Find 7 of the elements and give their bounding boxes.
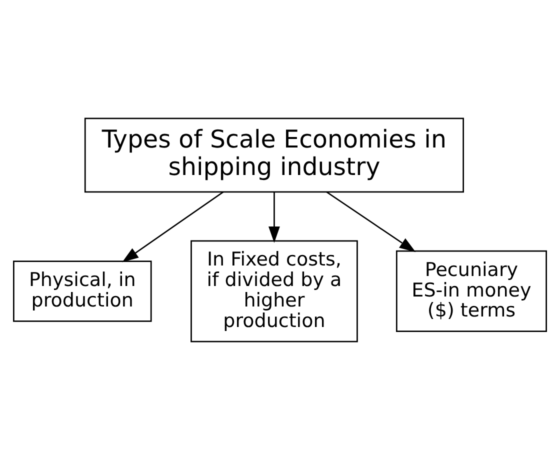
node-box: Pecuniary ES-in money ($) terms [396,250,547,332]
arrow [326,191,416,252]
node-box: Types of Scale Economies in shipping industry [84,118,464,193]
arrow [122,191,224,262]
node-box: In Fixed costs, if divided by a higher production [190,240,358,342]
arrow [268,192,280,243]
node-box: Physical, in production [13,260,152,322]
